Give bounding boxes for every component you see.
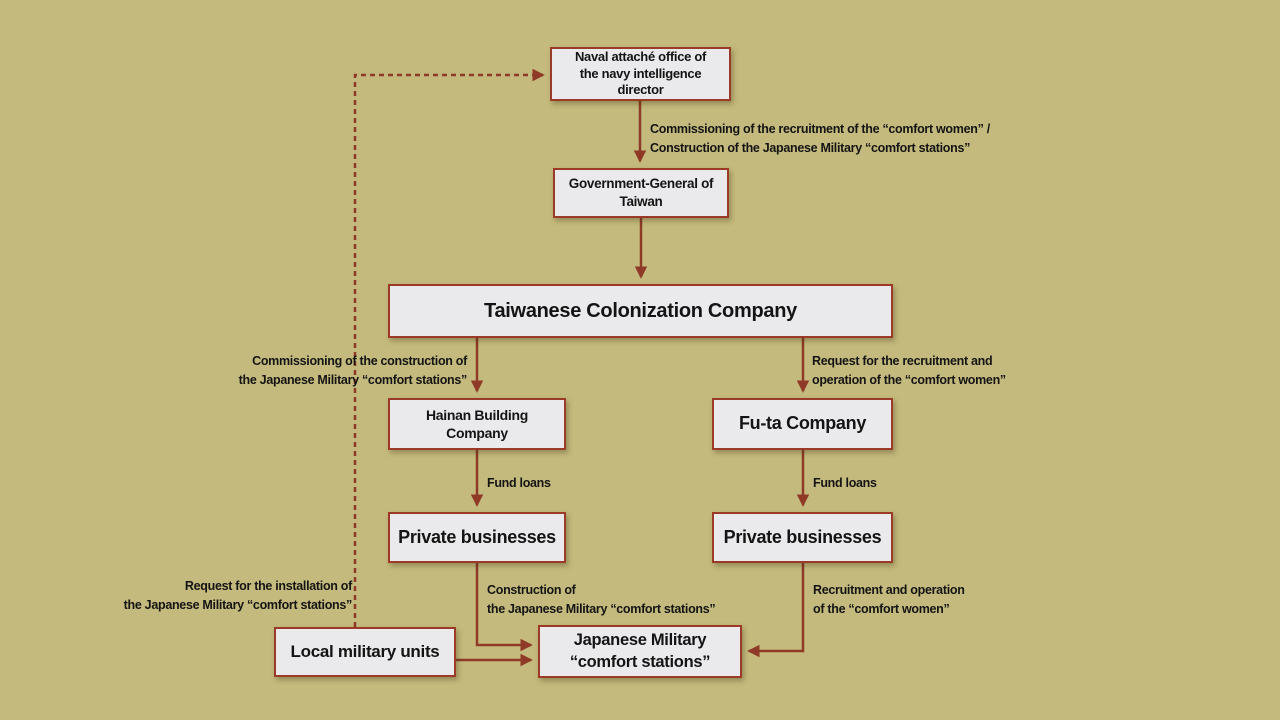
node-naval-attache-office: Naval attaché office of the navy intelli… <box>550 47 731 101</box>
label-fund-loans-left: Fund loans <box>487 476 551 490</box>
label-commissioning-recruitment: Commissioning of the recruitment of the … <box>650 122 990 155</box>
node-private-businesses-left: Private businesses <box>388 512 566 563</box>
node-futa-company: Fu-ta Company <box>712 398 893 450</box>
label-request-recruitment: Request for the recruitment and operatio… <box>812 354 1006 387</box>
label-commissioning-construction: Commissioning of the construction of the… <box>238 354 468 387</box>
node-taiwanese-colonization-company: Taiwanese Colonization Company <box>388 284 893 338</box>
label-request-installation: Request for the installation of the Japa… <box>123 579 353 612</box>
edge-private-right-to-stations <box>747 563 805 658</box>
label-fund-loans-right: Fund loans <box>813 476 877 490</box>
node-local-military-units: Local military units <box>274 627 456 677</box>
label-construction-stations: Construction of the Japanese Military “c… <box>487 583 716 616</box>
node-government-general-taiwan: Government-General of Taiwan <box>553 168 729 218</box>
node-japanese-military-comfort-stations: Japanese Military “comfort stations” <box>538 625 742 678</box>
label-recruitment-operation: Recruitment and operation of the “comfor… <box>813 583 965 616</box>
node-hainan-building-company: Hainan Building Company <box>388 398 566 450</box>
node-private-businesses-right: Private businesses <box>712 512 893 563</box>
